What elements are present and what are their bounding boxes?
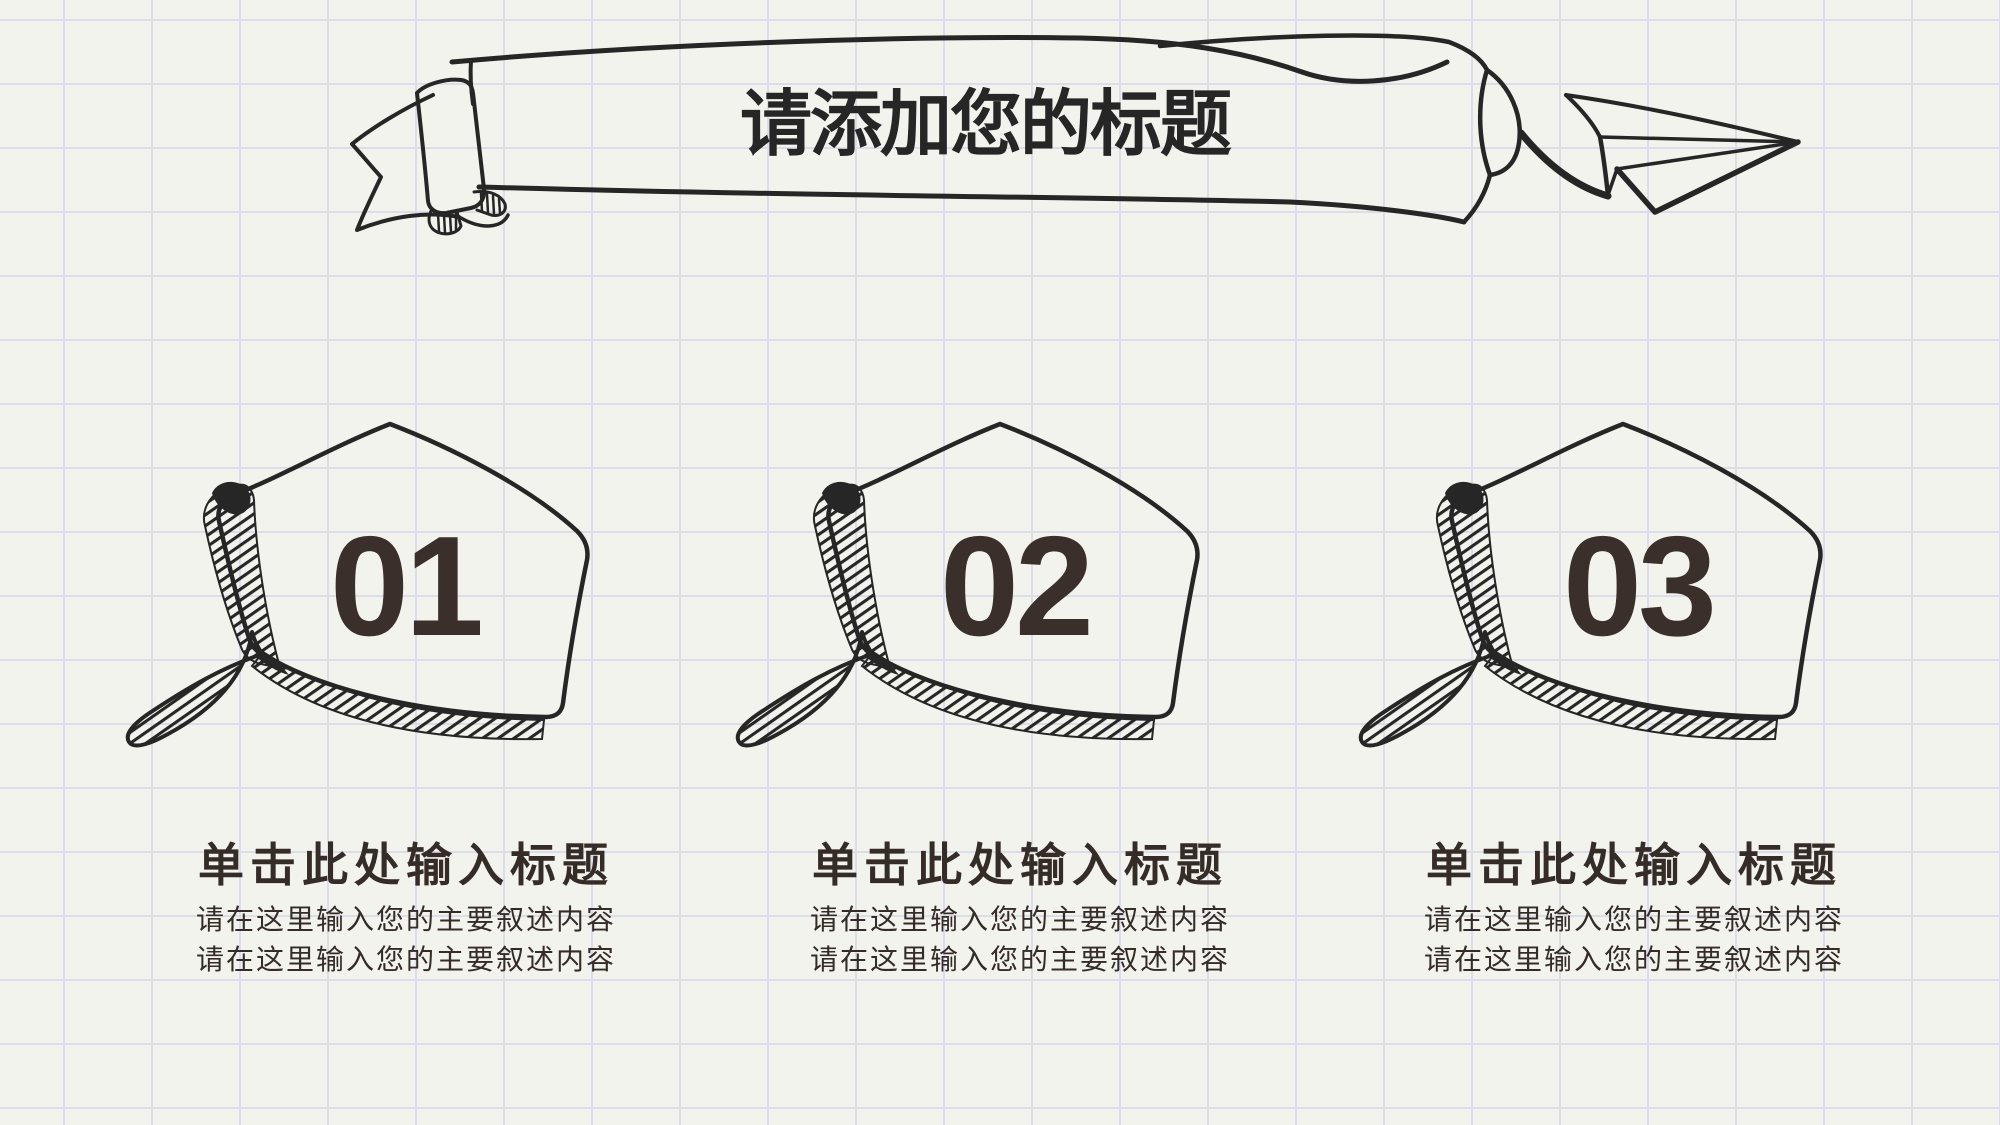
item-text-block: 单击此处输入标题 请在这里输入您的主要叙述内容 请在这里输入您的主要叙述内容 bbox=[1324, 838, 1944, 980]
item-body-line: 请在这里输入您的主要叙述内容 bbox=[1423, 944, 1844, 975]
item-body-line: 请在这里输入您的主要叙述内容 bbox=[1423, 904, 1844, 935]
item-body-line: 请在这里输入您的主要叙述内容 bbox=[809, 904, 1230, 935]
item-text-block: 单击此处输入标题 请在这里输入您的主要叙述内容 请在这里输入您的主要叙述内容 bbox=[710, 838, 1330, 980]
item-number[interactable]: 03 bbox=[1563, 507, 1717, 666]
item-card[interactable]: 02 bbox=[710, 400, 1270, 780]
paper-airplane-icon bbox=[1564, 93, 1801, 215]
item-number[interactable]: 02 bbox=[940, 507, 1094, 666]
item-card[interactable]: 03 bbox=[1333, 400, 1893, 780]
item-card[interactable]: 01 bbox=[100, 400, 660, 780]
item-body-line: 请在这里输入您的主要叙述内容 bbox=[809, 944, 1230, 975]
item-body-line: 请在这里输入您的主要叙述内容 bbox=[195, 904, 616, 935]
item-text-block: 单击此处输入标题 请在这里输入您的主要叙述内容 请在这里输入您的主要叙述内容 bbox=[96, 838, 716, 980]
item-body-line: 请在这里输入您的主要叙述内容 bbox=[195, 944, 616, 975]
item-body-placeholder[interactable]: 请在这里输入您的主要叙述内容 请在这里输入您的主要叙述内容 bbox=[96, 900, 716, 980]
item-title-placeholder[interactable]: 单击此处输入标题 bbox=[198, 839, 614, 891]
item-body-placeholder[interactable]: 请在这里输入您的主要叙述内容 请在这里输入您的主要叙述内容 bbox=[1324, 900, 1944, 980]
ribbon-banner-icon bbox=[350, 33, 1801, 236]
item-body-placeholder[interactable]: 请在这里输入您的主要叙述内容 请在这里输入您的主要叙述内容 bbox=[710, 900, 1330, 980]
item-title-placeholder[interactable]: 单击此处输入标题 bbox=[1426, 839, 1842, 891]
slide-title-placeholder[interactable]: 请添加您的标题 bbox=[739, 85, 1232, 165]
item-number[interactable]: 01 bbox=[330, 507, 484, 666]
item-title-placeholder[interactable]: 单击此处输入标题 bbox=[812, 839, 1228, 891]
